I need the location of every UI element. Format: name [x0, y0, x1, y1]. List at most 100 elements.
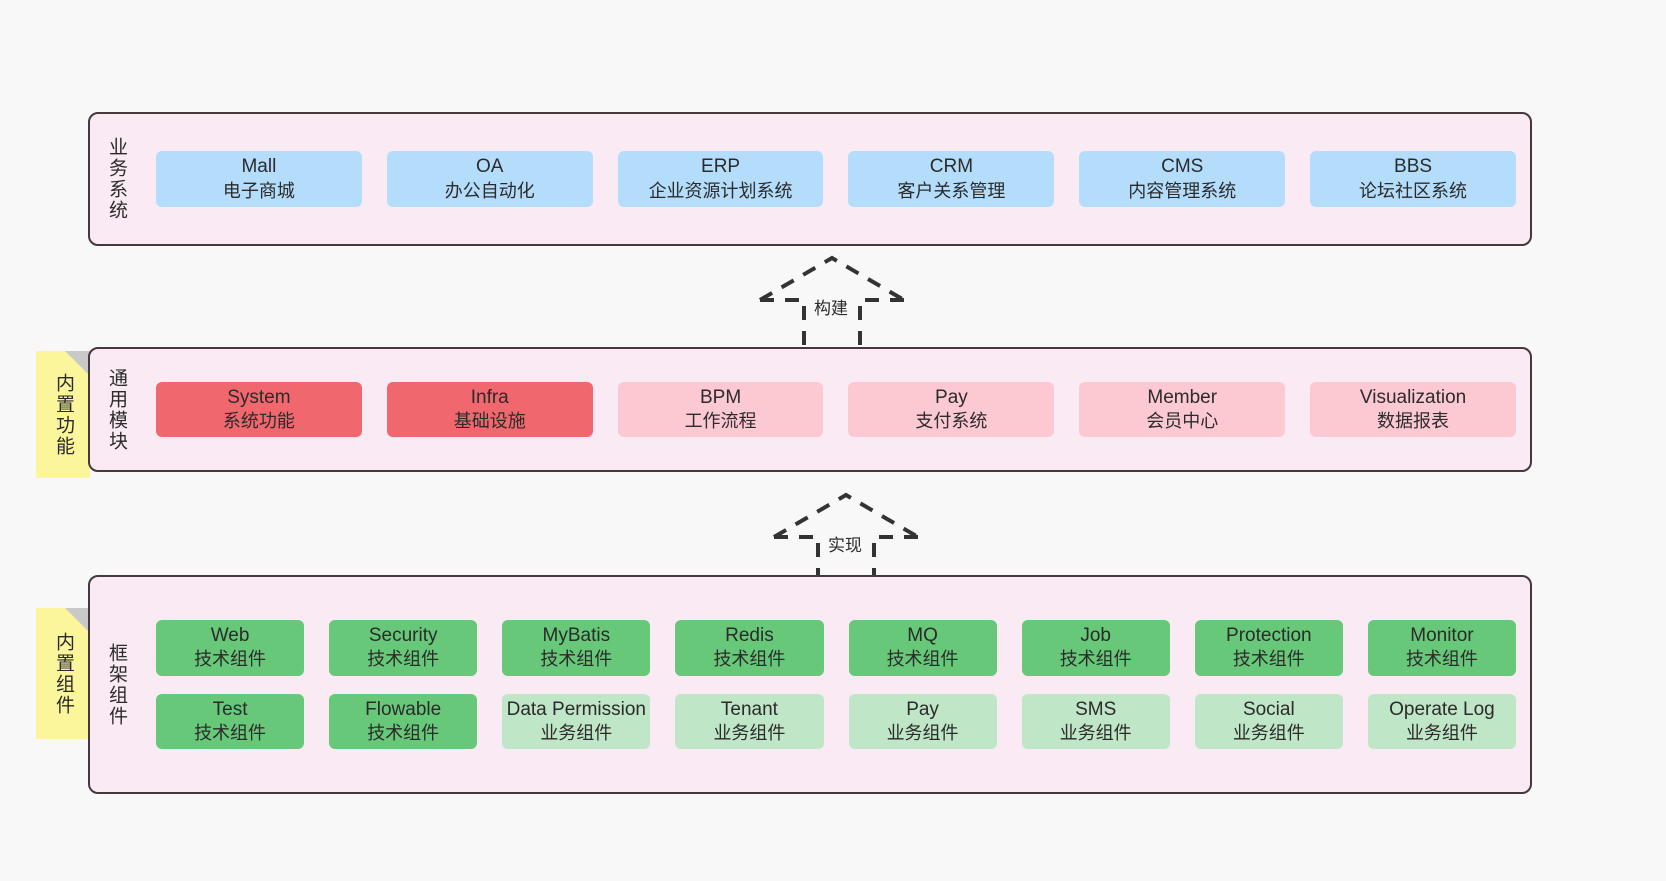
box-flowable[interactable]: Flowable 技术组件: [329, 693, 478, 749]
box-sms[interactable]: SMS 业务组件: [1021, 693, 1170, 749]
box-subtitle: 电子商城: [222, 180, 295, 201]
box-subtitle: 会员中心: [1146, 411, 1219, 432]
dashed-arrow-icon: [758, 255, 906, 352]
box-security[interactable]: Security 技术组件: [329, 620, 478, 676]
dashed-arrow-icon: [772, 492, 920, 589]
box-erp[interactable]: ERP 企业资源计划系统: [617, 151, 824, 207]
box-cms[interactable]: CMS 内容管理系统: [1079, 151, 1286, 207]
sticky-note-builtin-features: 内置功能: [36, 351, 90, 478]
box-social[interactable]: Social 业务组件: [1194, 693, 1343, 749]
box-title: Infra: [470, 386, 509, 408]
box-title: Visualization: [1359, 386, 1467, 408]
box-subtitle: 业务组件: [1059, 722, 1132, 743]
box-tenant[interactable]: Tenant 业务组件: [675, 693, 824, 749]
box-row: Web 技术组件 Security 技术组件 MyBatis 技术组件 Redi…: [156, 620, 1516, 676]
arrow-build: 构建: [752, 252, 912, 352]
box-subtitle: 系统功能: [222, 411, 295, 432]
box-title: SMS: [1075, 698, 1117, 720]
arrow-implement: 实现: [766, 489, 926, 589]
box-mybatis[interactable]: MyBatis 技术组件: [502, 620, 651, 676]
box-subtitle: 技术组件: [1232, 649, 1305, 670]
box-title: Web: [210, 625, 250, 647]
box-mall[interactable]: Mall 电子商城: [156, 151, 362, 207]
box-title: Social: [1242, 698, 1295, 720]
box-test[interactable]: Test 技术组件: [156, 693, 305, 749]
arrow-build-label: 构建: [814, 299, 848, 318]
box-operate-log[interactable]: Operate Log 业务组件: [1367, 693, 1516, 749]
box-pay-component[interactable]: Pay 业务组件: [848, 693, 997, 749]
box-bbs[interactable]: BBS 论坛社区系统: [1310, 151, 1516, 207]
box-pay[interactable]: Pay 支付系统: [848, 381, 1055, 438]
box-web[interactable]: Web 技术组件: [156, 620, 305, 676]
box-subtitle: 业务组件: [713, 722, 786, 743]
sticky-note-label: 内置功能: [52, 372, 74, 457]
sticky-note-label: 内置组件: [52, 631, 74, 716]
box-title: Redis: [725, 625, 774, 647]
box-subtitle: 技术组件: [367, 722, 440, 743]
box-subtitle: 企业资源计划系统: [648, 180, 793, 201]
layer-title-framework: 框架组件: [105, 642, 127, 727]
layer-common-modules: 通用模块 System 系统功能 Infra 基础设施 BPM 工作流程 Pay…: [88, 347, 1532, 472]
layer-title-common: 通用模块: [105, 367, 127, 452]
layer-title-business: 业务系统: [105, 137, 127, 221]
box-infra[interactable]: Infra 基础设施: [386, 381, 593, 438]
box-subtitle: 技术组件: [713, 649, 786, 670]
box-subtitle: 技术组件: [886, 649, 959, 670]
box-title: Job: [1080, 625, 1111, 647]
box-title: Tenant: [720, 698, 778, 720]
box-title: System: [227, 386, 291, 408]
box-crm[interactable]: CRM 客户关系管理: [848, 151, 1055, 207]
box-system[interactable]: System 系统功能: [156, 381, 362, 438]
sticky-note-builtin-components: 内置组件: [36, 608, 90, 739]
layer-framework-components: 框架组件 Web 技术组件 Security 技术组件 MyBatis 技术组件…: [88, 575, 1532, 794]
box-title: MQ: [907, 625, 938, 647]
box-member[interactable]: Member 会员中心: [1079, 381, 1286, 438]
box-title: Pay: [935, 386, 968, 408]
box-row: System 系统功能 Infra 基础设施 BPM 工作流程 Pay 支付系统…: [156, 381, 1516, 438]
box-subtitle: 技术组件: [194, 649, 267, 670]
box-subtitle: 数据报表: [1377, 411, 1450, 432]
box-title: ERP: [701, 156, 741, 178]
box-title: MyBatis: [542, 625, 611, 647]
box-title: Operate Log: [1389, 698, 1495, 720]
box-subtitle: 论坛社区系统: [1359, 180, 1468, 201]
box-title: CRM: [929, 156, 974, 178]
box-subtitle: 技术组件: [194, 722, 267, 743]
box-bpm[interactable]: BPM 工作流程: [617, 381, 824, 438]
box-row: Test 技术组件 Flowable 技术组件 Data Permission …: [156, 693, 1516, 749]
box-title: OA: [476, 156, 504, 178]
box-subtitle: 内容管理系统: [1128, 180, 1237, 201]
box-title: Monitor: [1410, 625, 1474, 647]
box-oa[interactable]: OA 办公自动化: [386, 151, 593, 207]
box-subtitle: 客户关系管理: [897, 180, 1006, 201]
box-subtitle: 技术组件: [1059, 649, 1132, 670]
box-title: Flowable: [365, 698, 442, 720]
box-protection[interactable]: Protection 技术组件: [1194, 620, 1343, 676]
box-data-permission[interactable]: Data Permission 业务组件: [502, 693, 651, 749]
box-title: Member: [1147, 386, 1218, 408]
box-title: BPM: [699, 386, 742, 408]
box-subtitle: 工作流程: [684, 411, 757, 432]
box-title: Data Permission: [506, 698, 646, 720]
box-row: Mall 电子商城 OA 办公自动化 ERP 企业资源计划系统 CRM 客户关系…: [156, 151, 1516, 207]
box-subtitle: 技术组件: [540, 649, 613, 670]
box-title: CMS: [1161, 156, 1204, 178]
layer-body-common: System 系统功能 Infra 基础设施 BPM 工作流程 Pay 支付系统…: [142, 349, 1530, 470]
box-subtitle: 技术组件: [367, 649, 440, 670]
box-visualization[interactable]: Visualization 数据报表: [1310, 381, 1516, 438]
box-subtitle: 办公自动化: [444, 180, 535, 201]
layer-body-business: Mall 电子商城 OA 办公自动化 ERP 企业资源计划系统 CRM 客户关系…: [142, 114, 1530, 244]
box-subtitle: 业务组件: [1232, 722, 1305, 743]
box-monitor[interactable]: Monitor 技术组件: [1367, 620, 1516, 676]
box-subtitle: 基础设施: [453, 411, 526, 432]
box-subtitle: 技术组件: [1405, 649, 1478, 670]
box-redis[interactable]: Redis 技术组件: [675, 620, 824, 676]
layer-body-framework: Web 技术组件 Security 技术组件 MyBatis 技术组件 Redi…: [142, 577, 1530, 792]
box-mq[interactable]: MQ 技术组件: [848, 620, 997, 676]
box-subtitle: 业务组件: [886, 722, 959, 743]
box-title: Mall: [241, 156, 277, 178]
layer-business-systems: 业务系统 Mall 电子商城 OA 办公自动化 ERP 企业资源计划系统 CRM…: [88, 112, 1532, 246]
box-job[interactable]: Job 技术组件: [1021, 620, 1170, 676]
box-title: Security: [368, 625, 438, 647]
